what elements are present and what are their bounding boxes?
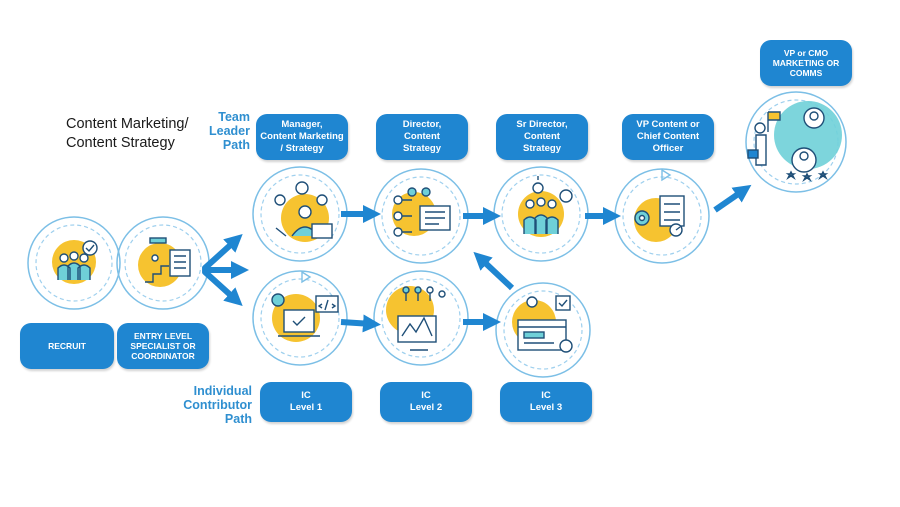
team-leader-path-label: Team Leader Path <box>196 110 250 152</box>
arrow-ic1-to-ic2 <box>340 314 381 333</box>
ic3-label: IC Level 3 <box>500 382 592 422</box>
vp-cmo-label: VP or CMO MARKETING OR COMMS <box>760 40 852 86</box>
recruit-team-icon <box>57 240 98 280</box>
vp-content-node <box>614 168 710 264</box>
coding-laptop-icon <box>271 270 339 337</box>
individual-contributor-path-label: Individual Contributor Path <box>170 384 252 426</box>
director-label: Director, Content Strategy <box>376 114 468 160</box>
vp-cmo-node <box>745 91 847 193</box>
diagram-title-line2: Content Strategy <box>66 135 175 151</box>
individual-path-line3: Path <box>224 412 252 426</box>
executive-leader-icon <box>747 107 829 183</box>
entry-level-node <box>116 216 210 310</box>
sr-director-node <box>493 166 589 262</box>
career-ladder-icon <box>145 237 191 283</box>
diagram-title-line1: Content Marketing/ <box>66 116 189 132</box>
analytics-monitor-icon <box>397 286 446 351</box>
sr-director-team-icon <box>523 176 573 234</box>
progression-arrows <box>340 184 752 333</box>
sr-director-label: Sr Director, Content Strategy <box>496 114 588 160</box>
ic2-node <box>373 270 469 366</box>
team-leader-path-line2: Leader <box>209 124 250 138</box>
individual-path-line2: Contributor <box>183 398 252 412</box>
ic1-node <box>252 270 348 366</box>
manager-node <box>252 166 348 262</box>
ic1-label: IC Level 1 <box>260 382 352 422</box>
entry-level-label: ENTRY LEVEL SPECIALIST OR COORDINATOR <box>117 323 209 369</box>
ic2-label: IC Level 2 <box>380 382 472 422</box>
vp-content-label: VP Content or Chief Content Officer <box>622 114 714 160</box>
branch-arrows <box>202 233 249 307</box>
ic3-node <box>495 282 591 378</box>
web-content-icon <box>517 295 573 353</box>
director-node <box>373 168 469 264</box>
individual-path-line1: Individual <box>193 384 252 398</box>
team-leader-path-line1: Team <box>218 110 250 124</box>
diagram-title: Content Marketing/ Content Strategy <box>66 115 189 153</box>
vp-settings-icon <box>634 168 685 237</box>
director-dashboard-icon <box>393 187 451 237</box>
team-leader-path-line3: Path <box>222 138 250 152</box>
arrow-ic3-to-director <box>473 251 515 291</box>
recruit-label: RECRUIT <box>20 323 114 369</box>
arrow-vp-to-cmo <box>713 184 752 213</box>
manager-label: Manager, Content Marketing / Strategy <box>256 114 348 160</box>
manager-presentation-icon <box>274 181 333 239</box>
recruit-node <box>27 216 121 310</box>
